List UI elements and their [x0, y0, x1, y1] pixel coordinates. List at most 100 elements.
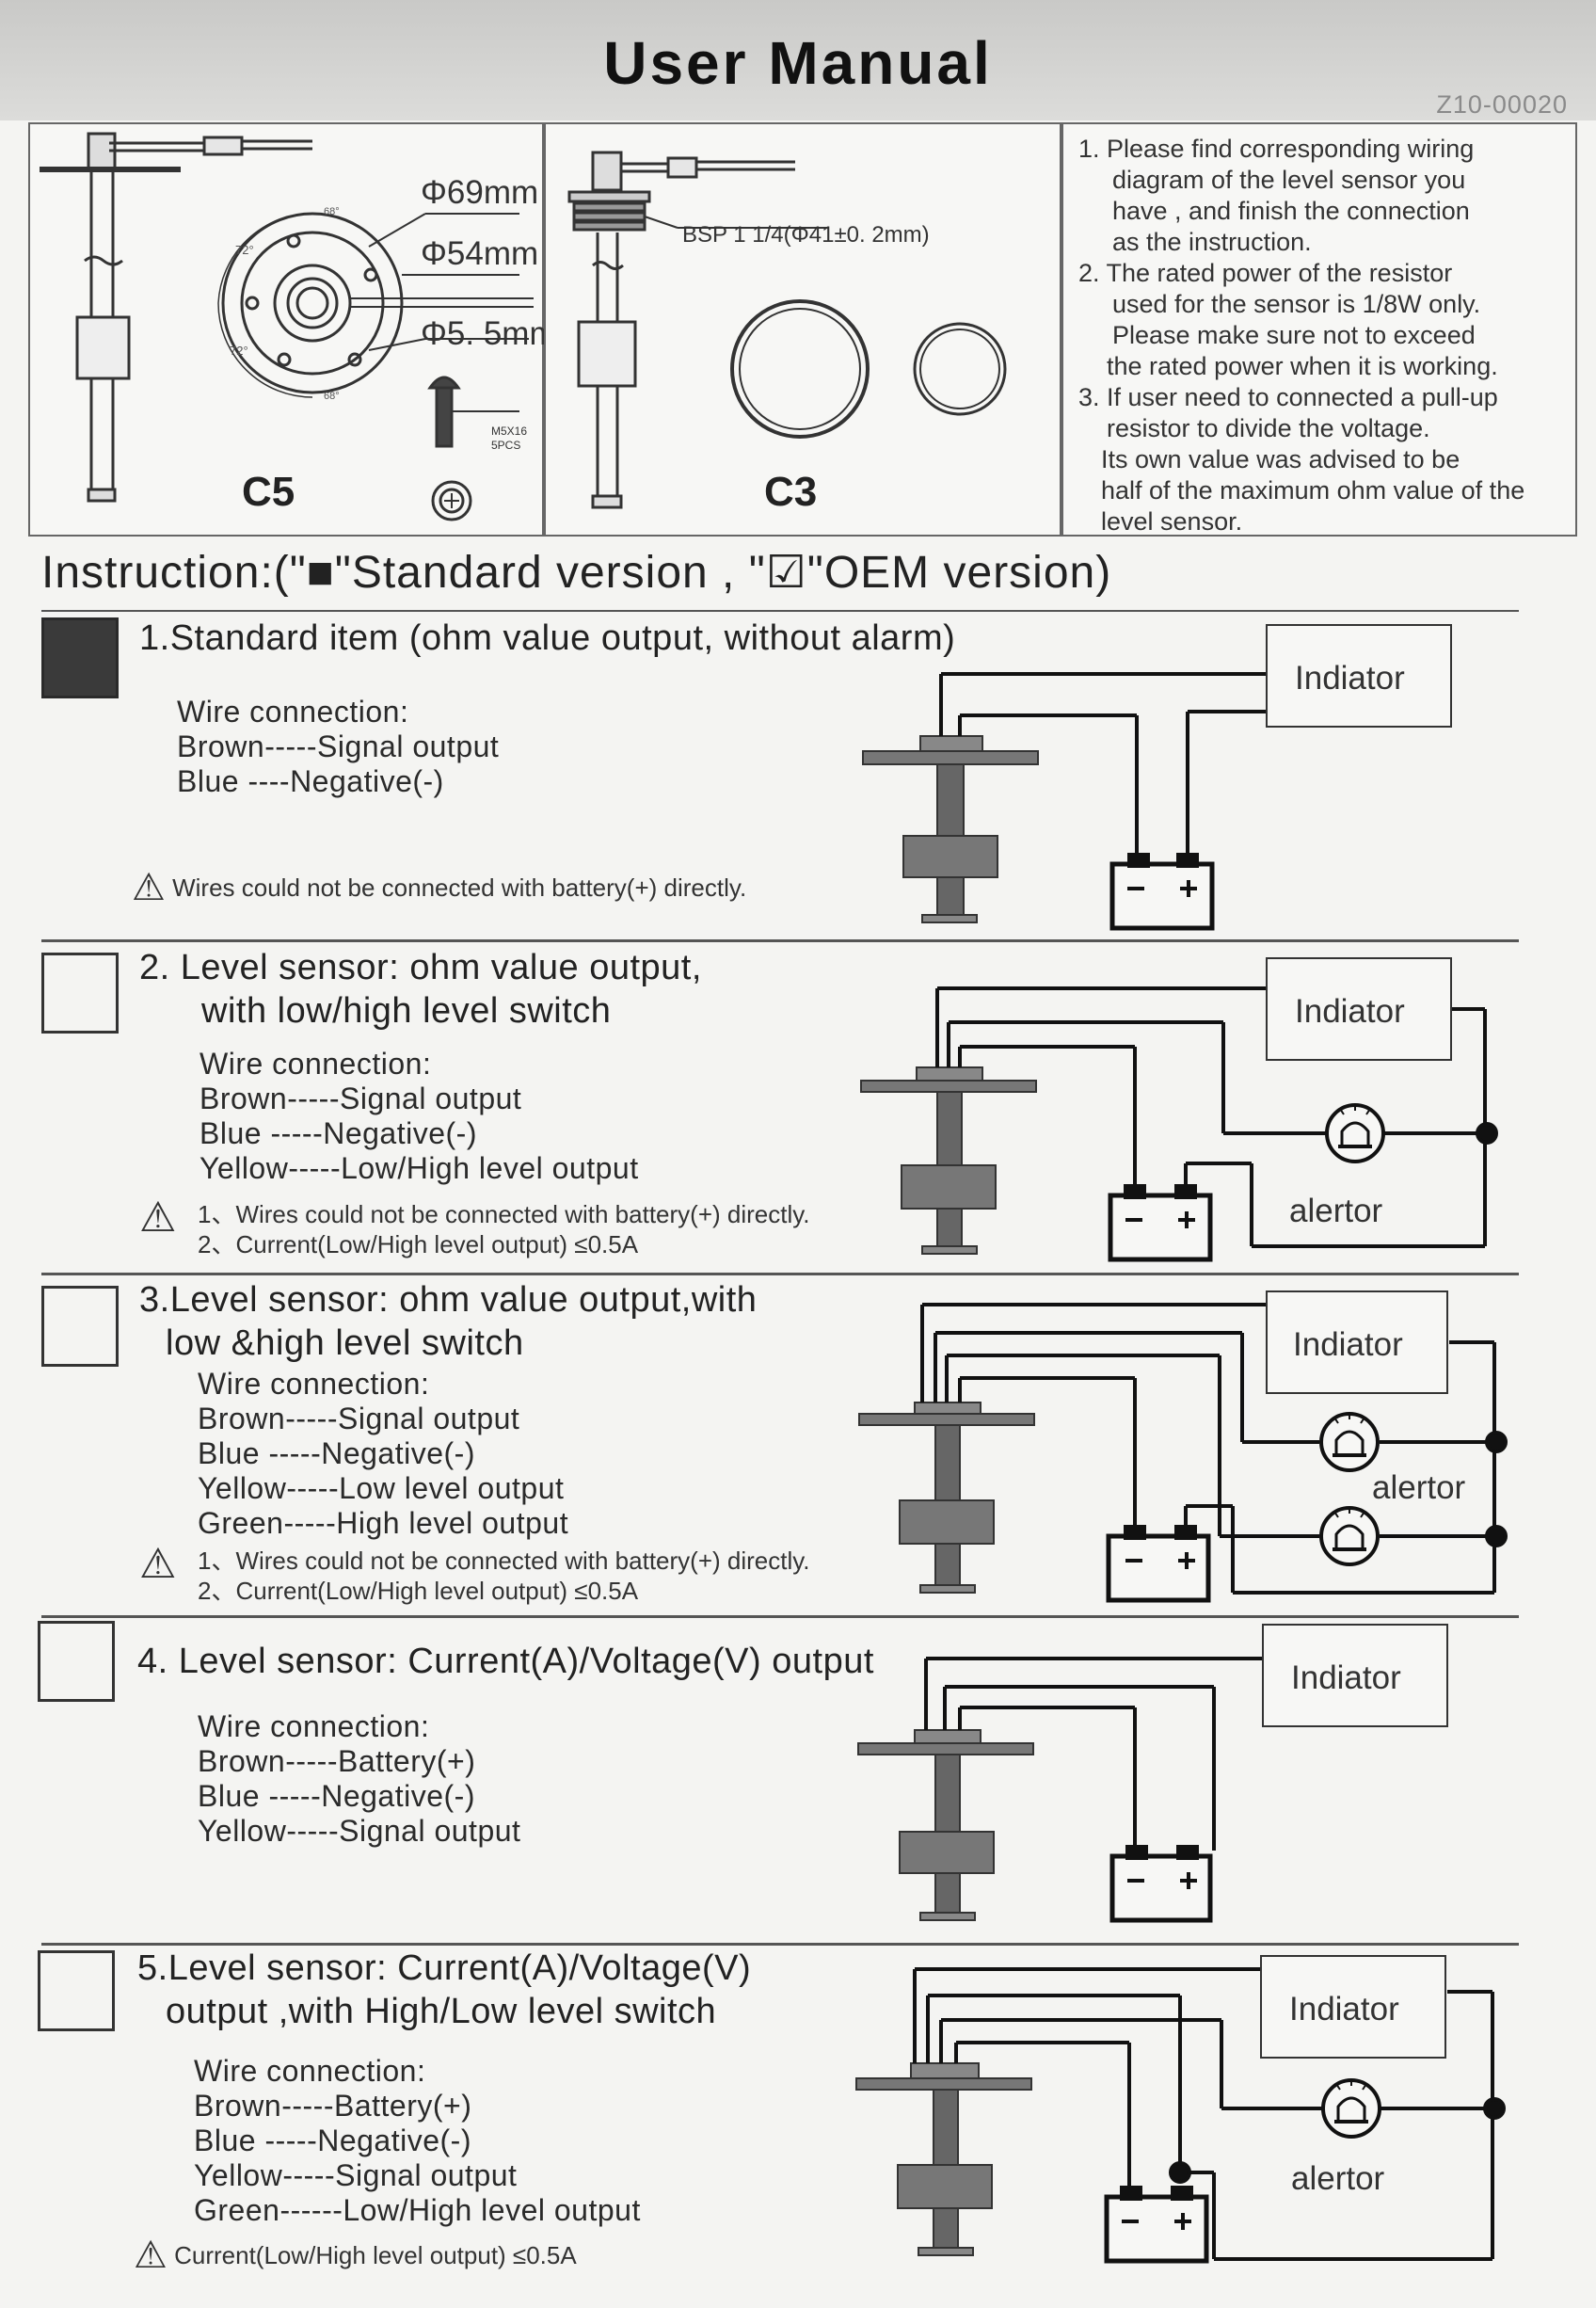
diagram-1 — [862, 624, 1452, 931]
note-line: Its own value was advised to be — [1101, 445, 1460, 473]
section-1-wires: Wire connection: Brown-----Signal output… — [177, 695, 499, 799]
indicator-label-5: Indiator — [1289, 1991, 1399, 2028]
c5-drawing: Φ69mm Φ54mm Φ5. 5mm M5X16 5PCS 68° 72° 7… — [40, 132, 546, 521]
note-line: resistor to divide the voltage. — [1107, 414, 1430, 442]
wire-line: Blue -----Negative(-) — [200, 1116, 477, 1150]
section-4-checkbox[interactable] — [38, 1621, 115, 1702]
section-5-checkbox[interactable] — [38, 1950, 115, 2031]
section-2-checkbox[interactable] — [41, 953, 119, 1034]
note-line: 1. Please find corresponding wiring — [1078, 135, 1475, 163]
section-5-title: 5.Level sensor: Current(A)/Voltage(V) ou… — [137, 1947, 751, 2033]
note-line: diagram of the level sensor you — [1112, 166, 1466, 194]
indicator-label-2: Indiator — [1295, 993, 1405, 1030]
note-line: the rated power when it is working. — [1107, 352, 1498, 380]
section-2-wires: Wire connection: Brown-----Signal output… — [200, 1047, 639, 1186]
warning-line: 2、Current(Low/High level output) ≤0.5A — [198, 1230, 639, 1258]
c5-screw-qty: 5PCS — [491, 439, 520, 452]
section-1-checkbox-standard — [41, 617, 119, 698]
section-5-warning: ⚠ Current(Low/High level output) ≤0.5A — [134, 2236, 577, 2274]
diagram-4 — [857, 1624, 1448, 1923]
wire-line: Yellow-----Signal output — [194, 2158, 518, 2192]
wire-line: Blue -----Negative(-) — [198, 1779, 475, 1813]
title-line: output ,with High/Low level switch — [166, 1992, 717, 2031]
divider — [41, 1615, 1519, 1618]
section-3-warning: ⚠ 1、Wires could not be connected with ba… — [139, 1544, 810, 1606]
warning-icon: ⚠ — [134, 2235, 168, 2277]
c3-thread-spec: BSP 1 1/4(Φ41±0. 2mm) — [682, 222, 930, 248]
wire-line: Wire connection: — [198, 1367, 430, 1401]
c5-screw-spec: M5X16 — [491, 425, 527, 438]
alertor-label-2: alertor — [1289, 1193, 1383, 1229]
section-4-title: 4. Level sensor: Current(A)/Voltage(V) o… — [137, 1642, 874, 1681]
document-code: Z10-00020 — [1436, 90, 1568, 119]
c5-dim-55: Φ5. 5mm — [421, 315, 546, 352]
title-line: with low/high level switch — [201, 991, 612, 1031]
wire-line: Wire connection: — [177, 695, 409, 729]
instruction-title: Instruction:("■"Standard version , "☑"OE… — [41, 548, 1112, 598]
note-line: 3. If user need to connected a pull-up — [1078, 383, 1498, 411]
section-1-warning: ⚠ Wires could not be connected with batt… — [132, 869, 747, 906]
c5-dim-69: Φ69mm — [421, 174, 538, 211]
diagram-5 — [855, 1955, 1506, 2264]
title-line: 3.Level sensor: ohm value output,with — [139, 1280, 758, 1320]
wire-line: Green------Low/High level output — [194, 2193, 641, 2227]
section-4-wires: Wire connection: Brown-----Battery(+) Bl… — [198, 1709, 520, 1849]
wire-line: Brown-----Battery(+) — [198, 1744, 476, 1778]
wire-line: Brown-----Signal output — [177, 729, 500, 763]
wire-line: Blue -----Negative(-) — [198, 1436, 475, 1470]
header-band — [0, 0, 1596, 120]
section-3-checkbox[interactable] — [41, 1286, 119, 1367]
title-line: 5.Level sensor: Current(A)/Voltage(V) — [137, 1948, 752, 1988]
diagram-2 — [860, 957, 1498, 1262]
warning-icon: ⚠ — [139, 1194, 177, 1241]
alertor-label-3: alertor — [1372, 1469, 1466, 1506]
c5-angle-3: 72° — [230, 344, 248, 358]
section-2-warning: ⚠ 1、Wires could not be connected with ba… — [139, 1194, 810, 1259]
wire-line: Yellow-----Low level output — [198, 1471, 565, 1505]
notes-list: 1. Please find corresponding wiring diag… — [1078, 134, 1575, 537]
wire-line: Green-----High level output — [198, 1506, 569, 1540]
c3-drawing: BSP 1 1/4(Φ41±0. 2mm) C3 — [567, 151, 1007, 515]
c5-angle-1: 68° — [324, 206, 340, 217]
note-line: Please make sure not to exceed — [1112, 321, 1476, 349]
divider — [41, 610, 1519, 612]
note-line: have , and finish the connection — [1112, 197, 1470, 225]
c5-angle-2: 72° — [235, 243, 254, 257]
c3-panel: BSP 1 1/4(Φ41±0. 2mm) C3 — [544, 122, 1061, 537]
wire-line: Yellow-----Low/High level output — [200, 1151, 639, 1185]
indicator-label-3: Indiator — [1293, 1326, 1403, 1363]
section-3-wires: Wire connection: Brown-----Signal output… — [198, 1367, 568, 1541]
warning-line: 1、Wires could not be connected with batt… — [198, 1200, 810, 1228]
indicator-label-1: Indiator — [1295, 660, 1405, 697]
c3-label: C3 — [764, 469, 817, 515]
title-line: 2. Level sensor: ohm value output, — [139, 948, 702, 987]
c5-angle-4: 68° — [324, 391, 340, 402]
c5-panel: Φ69mm Φ54mm Φ5. 5mm M5X16 5PCS 68° 72° 7… — [28, 122, 546, 537]
c5-dim-54: Φ54mm — [421, 235, 538, 272]
page-title: User Manual — [603, 29, 993, 97]
divider — [41, 939, 1519, 942]
wire-line: Yellow-----Signal output — [198, 1814, 521, 1848]
section-2-title: 2. Level sensor: ohm value output, with … — [139, 946, 702, 1033]
notes-panel: 1. Please find corresponding wiring diag… — [1061, 122, 1577, 537]
warning-line: 1、Wires could not be connected with batt… — [198, 1547, 810, 1575]
wire-line: Brown-----Signal output — [200, 1082, 522, 1115]
wire-line: Brown-----Battery(+) — [194, 2089, 472, 2123]
note-line: half of the maximum ohm value of the — [1101, 476, 1525, 505]
note-line: as the instruction. — [1112, 228, 1312, 256]
section-1-title: 1.Standard item (ohm value output, witho… — [139, 618, 956, 658]
section-5-wires: Wire connection: Brown-----Battery(+) Bl… — [194, 2054, 641, 2228]
wire-line: Wire connection: — [194, 2054, 426, 2088]
warning-line: Wires could not be connected with batter… — [172, 874, 747, 903]
indicator-label-4: Indiator — [1291, 1659, 1401, 1696]
wire-line: Wire connection: — [198, 1709, 430, 1743]
note-line: used for the sensor is 1/8W only. — [1112, 290, 1481, 318]
warning-line: 2、Current(Low/High level output) ≤0.5A — [198, 1577, 639, 1605]
wire-line: Blue -----Negative(-) — [194, 2124, 471, 2157]
alertor-label-5: alertor — [1291, 2160, 1385, 2197]
wire-line: Wire connection: — [200, 1047, 432, 1081]
divider — [41, 1273, 1519, 1275]
note-line: 2. The rated power of the resistor — [1078, 259, 1453, 287]
wire-line: Brown-----Signal output — [198, 1402, 520, 1435]
